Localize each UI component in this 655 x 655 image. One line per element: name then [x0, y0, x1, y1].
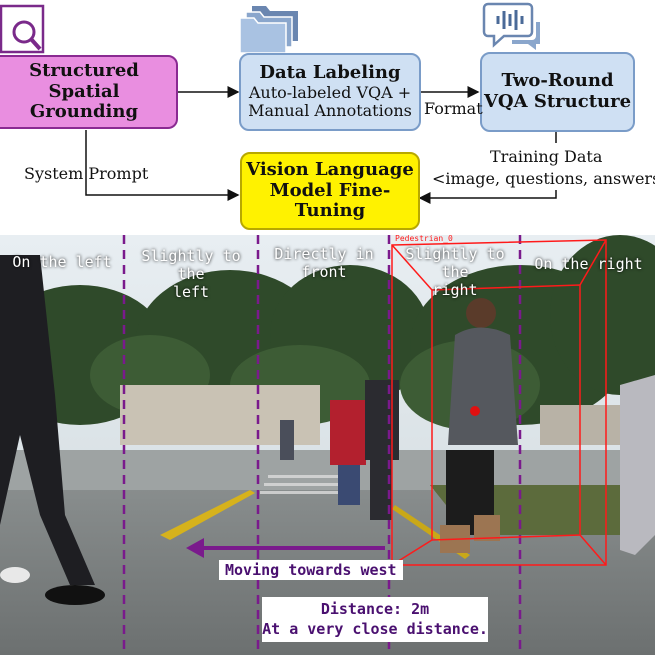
two-round-line1: Two-Round: [501, 70, 614, 92]
ssg-line1: Structured: [29, 59, 139, 81]
training-data-label: Training Data: [490, 147, 603, 166]
arrow-training-to-vlm: [418, 190, 557, 204]
pipeline-connectors: [85, 86, 557, 204]
data-labeling-box: Data Labeling Auto-labeled VQA + Manual …: [239, 53, 421, 131]
pedestrian-center-dot: [470, 406, 480, 416]
vlm-line2: Model Fine-Tuning: [269, 179, 391, 222]
format-label: Format: [424, 99, 483, 118]
chat-waveform-icon: [482, 2, 540, 50]
distance-label: Distance: 2m At a very close distance.: [262, 597, 488, 642]
motion-arrow: [186, 538, 385, 558]
scene-illustration: [0, 235, 655, 655]
system-prompt-label: System Prompt: [24, 164, 149, 183]
folders-icon: [240, 6, 298, 54]
magnifier-icon: [0, 4, 45, 54]
ssg-line2: Spatial Grounding: [29, 80, 139, 123]
vlm-finetune-box: Vision Language Model Fine-Tuning: [240, 152, 420, 230]
zone-label-on-the-right: On the right: [534, 255, 643, 273]
structured-spatial-grounding-box: Structured Spatial Grounding: [0, 55, 178, 129]
distance-line2: At a very close distance.: [262, 620, 488, 639]
training-data-tuple: <image, questions, answers>: [432, 169, 655, 188]
two-round-vqa-box: Two-Round VQA Structure: [480, 52, 635, 132]
vlm-line1: Vision Language: [246, 158, 414, 180]
two-round-line2: VQA Structure: [483, 91, 632, 112]
data-labeling-title: Data Labeling: [259, 62, 401, 84]
data-labeling-line2: Manual Annotations: [248, 101, 412, 121]
motion-label: Moving towards west: [219, 560, 403, 580]
pedestrians: [0, 255, 399, 585]
target-pedestrian: [440, 298, 518, 553]
scene-photo: Pedestrian_0 On the left Slightly to the…: [0, 235, 655, 655]
pedestrian-3d-bounding-box: [391, 239, 607, 566]
zone-dividers: [122, 235, 607, 655]
zone-label-on-the-left: On the left: [12, 253, 112, 271]
data-labeling-line1: Auto-labeled VQA +: [248, 82, 412, 102]
object-label: Pedestrian_0: [395, 235, 453, 243]
distance-line1: Distance: 2m: [320, 600, 430, 618]
arrow-ssg-to-vlm: [85, 130, 240, 201]
